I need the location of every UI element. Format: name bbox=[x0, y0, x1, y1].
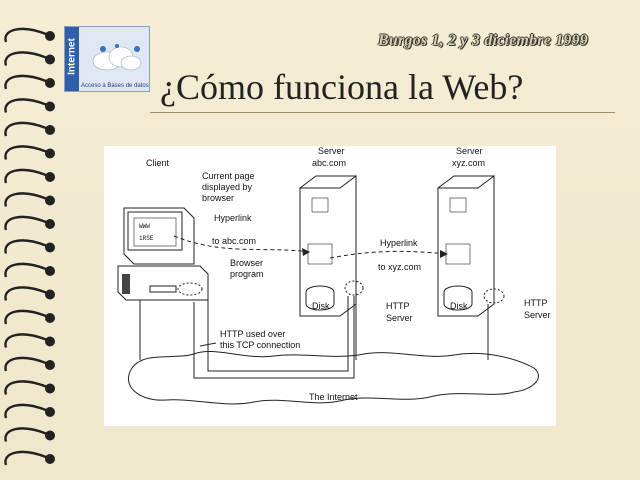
http-used-pointer bbox=[199, 342, 217, 347]
logo-tagline: Acceso a Bases de datos bbox=[81, 83, 149, 89]
spiral-ring bbox=[4, 192, 47, 207]
spiral-ring bbox=[4, 239, 47, 254]
spiral-ring bbox=[4, 121, 47, 137]
spiral-ring bbox=[4, 145, 47, 160]
spiral-ring bbox=[4, 262, 47, 278]
spiral-ring bbox=[4, 333, 47, 348]
hyperlink1-line2: to abc.com bbox=[212, 236, 256, 246]
spiral-ring bbox=[4, 168, 47, 184]
spiral-ring bbox=[4, 427, 47, 442]
spiral-hole bbox=[45, 266, 55, 276]
hyperlink2-arrowhead bbox=[440, 250, 448, 258]
spiral-hole bbox=[45, 172, 55, 182]
hyperlink2-line2: to xyz.com bbox=[378, 262, 421, 272]
current-page-line2: displayed by bbox=[202, 182, 253, 192]
server-abc-tower bbox=[299, 175, 364, 317]
logo-word: Internet bbox=[66, 38, 78, 75]
spiral-ring bbox=[4, 215, 47, 231]
spiral-ring bbox=[4, 98, 47, 113]
disk2-label: Disk bbox=[450, 301, 468, 311]
spiral-hole bbox=[45, 313, 55, 323]
spiral-hole bbox=[45, 101, 55, 112]
client-label: Client bbox=[146, 158, 170, 168]
http-used-line2: this TCP connection bbox=[220, 340, 300, 350]
internet-logo: Internet Acceso a Bases de datos bbox=[64, 26, 150, 92]
spiral-hole bbox=[45, 78, 55, 88]
web-architecture-diagram: The Internet WWW 1RSE Client Current pag… bbox=[104, 146, 556, 426]
hyperlink1-arrow bbox=[173, 235, 311, 253]
spiral-ring bbox=[4, 450, 47, 466]
spiral-hole bbox=[45, 430, 55, 441]
http-server2-line1: HTTP bbox=[524, 298, 548, 308]
spiral-hole bbox=[45, 289, 55, 300]
slide-date: Burgos 1, 2 y 3 diciembre 1999 bbox=[378, 32, 588, 49]
slide-title: ¿Cómo funciona la Web? bbox=[160, 67, 524, 107]
title-divider bbox=[150, 112, 615, 113]
browser-line1: Browser bbox=[230, 258, 263, 268]
spiral-ring bbox=[4, 309, 47, 325]
svg-text:1RSE: 1RSE bbox=[139, 235, 154, 242]
internet-cloud bbox=[127, 351, 539, 405]
spiral-ring bbox=[4, 356, 47, 372]
cloud-icon bbox=[92, 44, 142, 71]
spiral-hole bbox=[45, 125, 55, 135]
spiral-ring bbox=[4, 403, 47, 419]
tcp-connection-line bbox=[193, 296, 355, 379]
spiral-hole bbox=[45, 195, 55, 206]
http-server1-line2: Server bbox=[386, 313, 413, 323]
spiral-binding bbox=[4, 27, 55, 466]
spiral-hole bbox=[45, 31, 55, 41]
hyperlink1-line1: Hyperlink bbox=[214, 213, 252, 223]
spiral-ring bbox=[4, 286, 47, 301]
spiral-ring bbox=[4, 74, 47, 90]
server-xyz-tower bbox=[437, 175, 505, 317]
http-used-line1: HTTP used over bbox=[220, 329, 285, 339]
internet-label: The Internet bbox=[309, 392, 358, 402]
client-computer: WWW 1RSE bbox=[117, 207, 209, 301]
spiral-hole bbox=[45, 336, 55, 347]
http-server1-line1: HTTP bbox=[386, 301, 410, 311]
svg-text:WWW: WWW bbox=[139, 223, 150, 230]
server1-line2: abc.com bbox=[312, 158, 346, 168]
spiral-hole bbox=[45, 148, 55, 159]
spiral-ring bbox=[4, 380, 47, 395]
server2-line1: Server bbox=[456, 146, 483, 156]
hyperlink1-arrowhead bbox=[302, 248, 310, 256]
tcp-connection-line-2 bbox=[207, 294, 349, 372]
current-page-line1: Current page bbox=[202, 171, 255, 181]
server2-line2: xyz.com bbox=[452, 158, 485, 168]
disk1-label: Disk bbox=[312, 301, 330, 311]
logo-side-band: Internet bbox=[65, 27, 79, 91]
spiral-ring bbox=[4, 51, 47, 66]
browser-line2: program bbox=[230, 269, 264, 279]
hyperlink2-arrow bbox=[329, 250, 449, 259]
spiral-hole bbox=[45, 219, 55, 229]
spiral-hole bbox=[45, 242, 55, 253]
current-page-line3: browser bbox=[202, 193, 234, 203]
spiral-ring bbox=[4, 27, 47, 43]
spiral-hole bbox=[45, 383, 55, 394]
hyperlink2-line1: Hyperlink bbox=[380, 238, 418, 248]
spiral-hole bbox=[45, 54, 55, 65]
http-server2-line2: Server bbox=[524, 310, 551, 320]
spiral-hole bbox=[45, 360, 55, 370]
server1-line1: Server bbox=[318, 146, 345, 156]
spiral-hole bbox=[45, 454, 55, 464]
spiral-hole bbox=[45, 407, 55, 417]
